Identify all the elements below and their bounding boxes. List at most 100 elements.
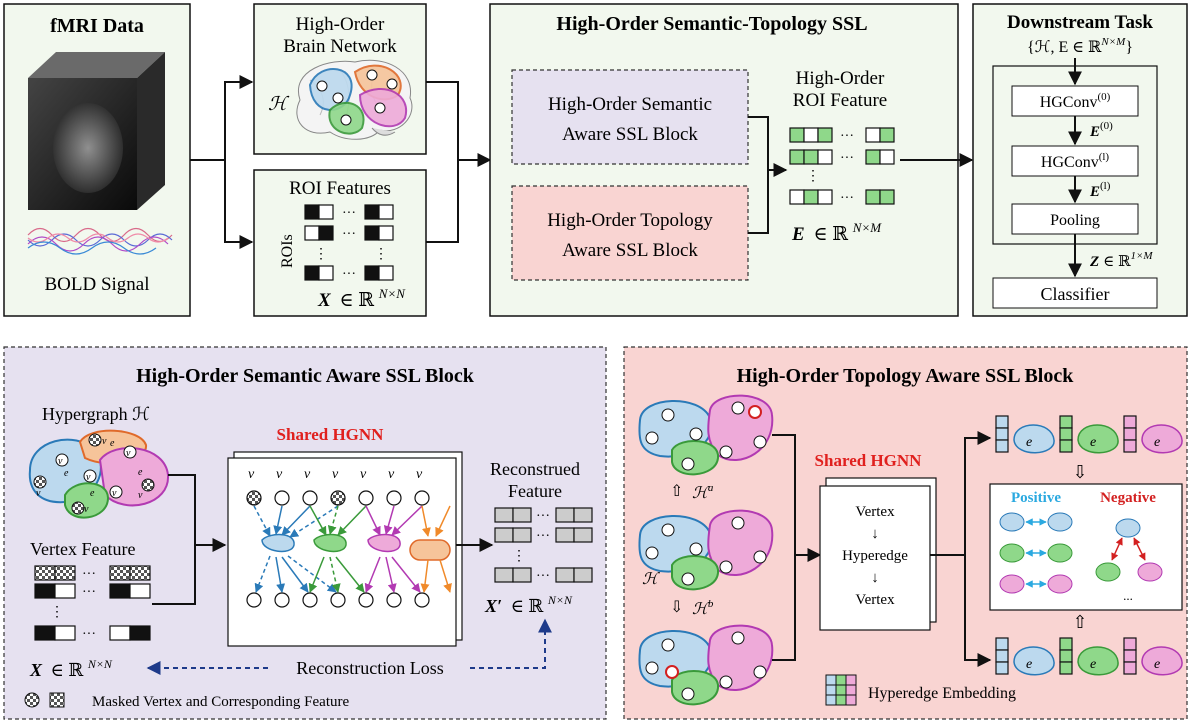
svg-text:···: ··· [840,191,854,206]
svg-text:e: e [90,488,95,499]
svg-text:···: ··· [840,129,854,144]
ha-label: ⇧ ℋa [670,482,714,502]
hgconvl-label: HGConv(l) [1041,151,1110,171]
downstream-input: {ℋ, E ∈ ℝN×M} [1027,36,1133,56]
downstream-panel: Downstream Task {ℋ, E ∈ ℝN×M} HGConv(0) … [972,3,1188,317]
roi-side-label: ROIs [279,234,296,268]
network-hyperedges [308,64,408,135]
svg-text:v: v [332,467,339,482]
svg-text:···: ··· [82,585,96,600]
topology-input-connector [772,434,822,661]
downstream-title: Downstream Task [1007,12,1153,33]
ssl-panel: High-Order Semantic-Topology SSL High-Or… [489,3,959,317]
svg-text:v: v [388,467,395,482]
flow-2: ↓ [871,526,879,542]
merge-connector [426,81,492,243]
svg-text:e: e [138,467,143,478]
svg-text:⋮: ⋮ [50,605,64,620]
hypergraph-base [638,509,774,591]
mask-legend-label: Masked Vertex and Corresponding Feature [92,694,350,710]
classifier-box [992,277,1158,309]
pooling-label: Pooling [1050,212,1100,229]
roi-feature-matrix [789,127,895,205]
svg-text:e: e [1026,657,1032,672]
up-arrow-bottom: ⇧ [1072,612,1087,632]
svg-text:v: v [138,490,143,501]
reconstructed-matrix [494,507,593,583]
hyperedge-embedding-legend [825,674,857,706]
hgconv0-label: HGConv(0) [1040,91,1111,111]
network-title-2: Brain Network [283,36,397,57]
svg-text:ℋb: ℋb [692,598,714,618]
svg-text:···: ··· [342,267,356,282]
roi-formula: X ∈ ℝ N×N [317,286,406,311]
hypergraph-label: Hypergraph ℋ [42,404,150,424]
svg-text:v: v [304,467,311,482]
svg-text:···: ··· [536,569,550,584]
z-label: Z∈ ℝ1×M [1089,250,1153,270]
svg-text:···: ··· [536,509,550,524]
svg-text:⋮: ⋮ [512,549,526,564]
feature-title-1: High-Order [796,68,885,89]
topology-block-box [511,185,749,281]
svg-text:v: v [58,456,63,467]
svg-text:···: ··· [840,151,854,166]
topology-block-line1: High-Order Topology [547,210,713,231]
svg-text:e: e [1090,657,1096,672]
ssl-title: High-Order Semantic-Topology SSL [556,13,867,35]
reconstruction-loss-label: Reconstruction Loss [296,658,443,678]
svg-text:v: v [84,504,89,515]
semantic-shared-hgnn: Shared HGNN [277,425,385,444]
svg-text:v: v [36,488,41,499]
svg-text:e: e [1026,435,1032,450]
x-prime-formula: X′ ∈ ℝ N×N [484,593,573,616]
negative-ellipsis: ... [1123,588,1133,603]
reconstructed-title-2: Feature [508,481,562,501]
fmri-title: fMRI Data [50,15,144,37]
semantic-block-line1: High-Order Semantic [548,94,712,115]
svg-text:v: v [360,467,367,482]
negative-pairs: ... [1095,518,1163,603]
vertex-feature-ellipses: ·········⋮ [50,567,96,642]
x-formula: X ∈ ℝ N×N [29,657,113,680]
pooling-box [1011,203,1139,235]
contrast-box [989,483,1183,611]
svg-text:⇩: ⇩ [670,599,683,616]
flow-3: Hyperedge [842,548,908,564]
roi-features-panel: ROI Features ROIs ········· ⋮⋮ X ∈ ℝ N×N [253,169,427,317]
hyperedge-embedding-label: Hyperedge Embedding [868,685,1016,702]
hypergraph-b [638,624,774,706]
svg-text:e: e [1154,657,1160,672]
loss-arrow-right [470,618,552,669]
positive-pairs [999,512,1073,594]
vertex-feature-matrix [34,565,151,641]
hgnn-top-arrows [253,505,451,538]
positive-label: Positive [1011,490,1061,506]
svg-text:e: e [110,438,115,449]
hgconvl-box [1011,145,1139,177]
flow-5: Vertex [855,592,895,608]
h-base-label: ℋ [642,571,660,588]
vertex-feature-label: Vertex Feature [30,539,135,559]
svg-text:ℋa: ℋa [692,482,714,502]
svg-text:v: v [248,467,255,482]
brain-network-panel: High-Order Brain Network ℋ [253,3,427,155]
hgnn-bottom-arrows [254,555,452,593]
semantic-block-box [511,69,749,165]
svg-text:···: ··· [536,529,550,544]
mask-legend: Masked Vertex and Corresponding Feature [24,692,350,710]
classifier-label: Classifier [1041,284,1110,304]
topology-shared-hgnn: Shared HGNN [815,451,923,470]
svg-text:···: ··· [82,567,96,582]
network-title-1: High-Order [296,14,385,35]
bold-signal-caption: BOLD Signal [44,274,149,295]
svg-text:···: ··· [342,227,356,242]
semantic-detail-title: High-Order Semantic Aware SSL Block [136,365,475,387]
svg-text:e: e [1090,435,1096,450]
feature-ellipses: ········· ⋮ [806,129,854,206]
svg-text:···: ··· [342,206,356,221]
